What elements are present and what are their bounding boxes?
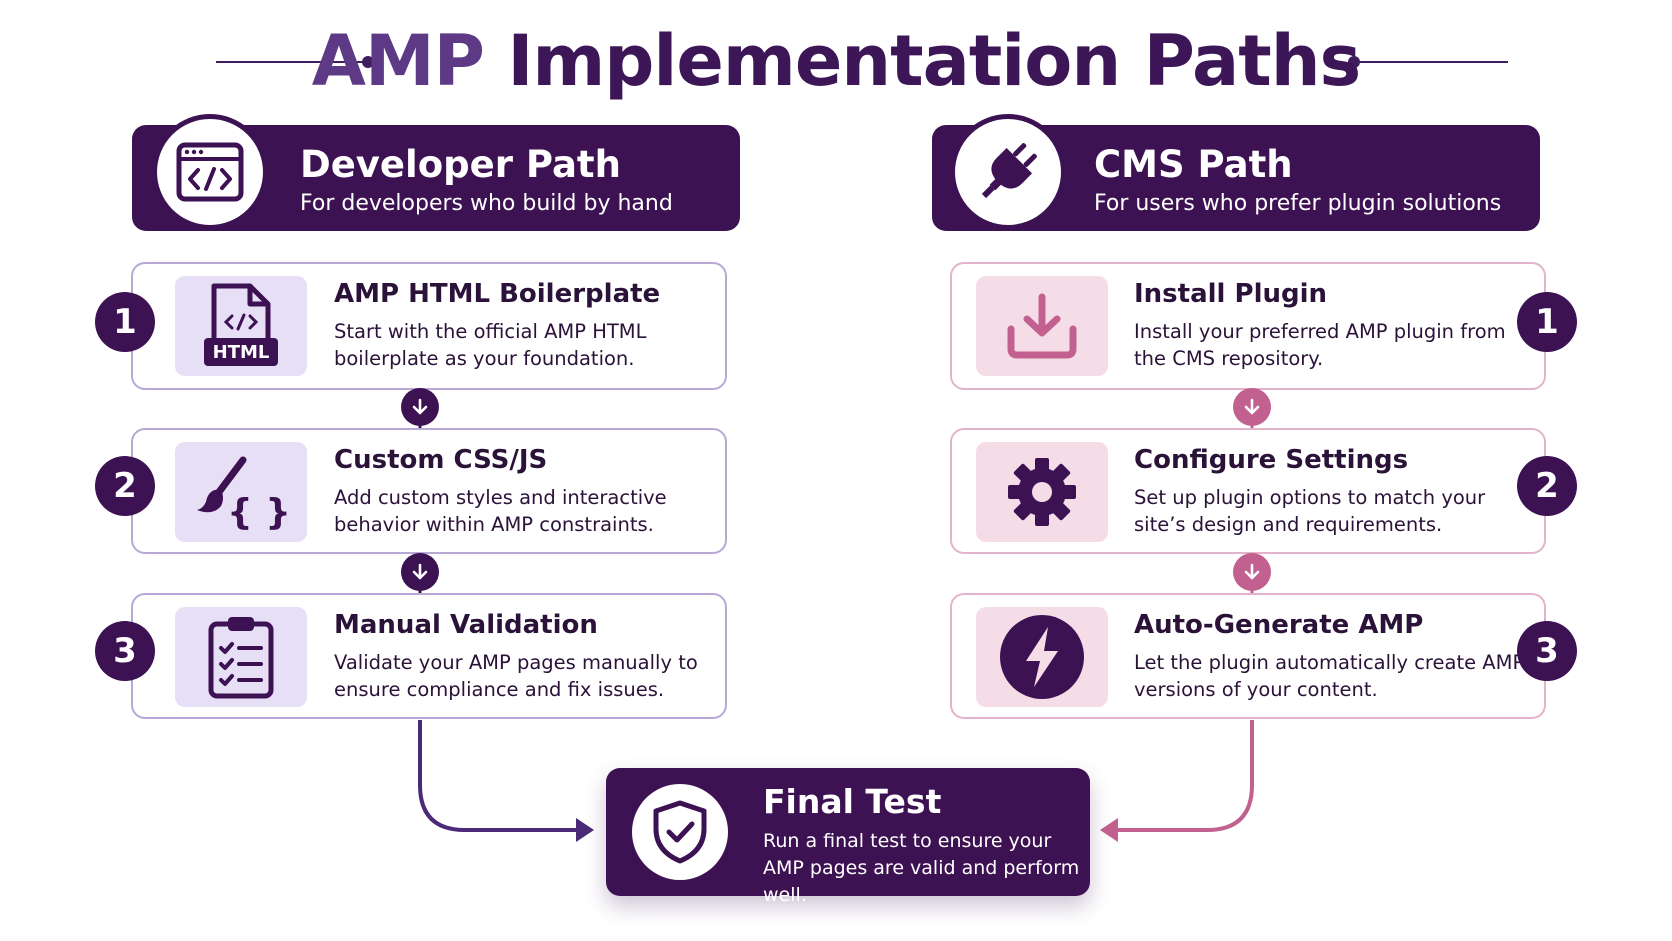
arrow-down-icon <box>412 563 428 580</box>
cms-step-3-description: Let the plugin automatically create AMP … <box>1134 651 1525 701</box>
developer-step-2-number: 2 <box>95 456 155 516</box>
title-highlight: AMP <box>311 20 485 102</box>
developer-step-3-title: Manual Validation <box>334 610 598 640</box>
cms-step-1-title: Install Plugin <box>1134 279 1328 309</box>
cms-step-1-description: Install your preferred AMP plugin from t… <box>1134 320 1506 370</box>
cms-final-connector <box>1110 720 1254 832</box>
clipboard-checklist-icon <box>208 617 274 699</box>
code-window-icon <box>176 142 244 202</box>
cms-arrow-2 <box>1233 553 1271 591</box>
final-test-icon-circle <box>632 784 728 880</box>
title-line-left <box>216 61 366 63</box>
cms-step-1-card: Install Plugin Install your preferred AM… <box>950 262 1546 390</box>
final-test-title: Final Test <box>763 782 942 821</box>
developer-step-1-description: Start with the official AMP HTML boilerp… <box>334 320 647 370</box>
developer-header-icon-circle <box>152 114 268 230</box>
html-icon-label: HTML <box>213 342 270 363</box>
developer-step-3-icon-box <box>175 607 307 707</box>
arrow-down-icon <box>1244 398 1260 415</box>
download-icon <box>1007 293 1077 359</box>
developer-path-title: Developer Path <box>300 143 621 186</box>
code-braces-label: { } <box>227 492 291 532</box>
lightning-icon <box>1000 615 1084 699</box>
shield-check-icon <box>653 800 707 864</box>
cms-step-2-number: 2 <box>1517 456 1577 516</box>
cms-final-arrowhead <box>1100 818 1118 842</box>
developer-arrow-1 <box>401 388 439 426</box>
cms-step-1-icon-box <box>976 276 1108 376</box>
final-test-box: Final Test Run a final test to ensure yo… <box>606 768 1090 906</box>
gear-icon <box>1008 458 1076 526</box>
cms-step-2-icon-box <box>976 442 1108 542</box>
developer-step-2-card: { } Custom CSS/JS Add custom styles and … <box>131 428 727 554</box>
developer-step-2-description: Add custom styles and interactive behavi… <box>334 486 667 536</box>
cms-step-3-card: Auto-Generate AMP Let the plugin automat… <box>950 593 1546 719</box>
developer-step-1-number: 1 <box>95 292 155 352</box>
cms-path-title: CMS Path <box>1094 143 1293 186</box>
plug-icon <box>981 143 1037 199</box>
cms-step-3-number: 3 <box>1517 621 1577 681</box>
arrow-down-icon <box>412 398 428 415</box>
dev-final-connector <box>418 720 584 832</box>
html-file-icon: HTML <box>204 283 278 366</box>
developer-step-3-number: 3 <box>95 621 155 681</box>
title-dot-left <box>362 56 374 68</box>
cms-step-2-card: Configure Settings Set up plugin options… <box>950 428 1546 554</box>
final-test-description: Run a final test to ensure your AMP page… <box>763 830 1080 906</box>
cms-step-2-title: Configure Settings <box>1134 445 1409 475</box>
title-rest: Implementation Paths <box>507 20 1361 102</box>
developer-step-3-card: Manual Validation Validate your AMP page… <box>131 593 727 719</box>
cms-arrow-1 <box>1233 388 1271 426</box>
paintbrush-code-icon: { } <box>197 456 291 532</box>
developer-step-1-title: AMP HTML Boilerplate <box>334 279 661 309</box>
cms-header-icon-circle <box>950 114 1066 230</box>
title-line-right <box>1356 61 1508 63</box>
dev-final-arrowhead <box>576 818 594 842</box>
developer-step-1-icon-box: HTML <box>175 276 307 376</box>
developer-step-3-description: Validate your AMP pages manually to ensu… <box>334 651 698 701</box>
developer-arrow-2 <box>401 553 439 591</box>
developer-path-subtitle: For developers who build by hand <box>300 191 673 216</box>
cms-step-2-description: Set up plugin options to match your site… <box>1134 486 1486 536</box>
cms-step-3-icon-box <box>976 607 1108 707</box>
developer-step-1-card: HTML AMP HTML Boilerplate Start with the… <box>131 262 727 390</box>
arrow-down-icon <box>1244 563 1260 580</box>
developer-step-2-icon-box: { } <box>175 442 307 542</box>
developer-step-2-title: Custom CSS/JS <box>334 445 548 475</box>
cms-path-subtitle: For users who prefer plugin solutions <box>1094 191 1502 216</box>
cms-step-3-title: Auto-Generate AMP <box>1134 610 1424 640</box>
cms-step-1-number: 1 <box>1517 292 1577 352</box>
title-dot-right <box>1348 56 1360 68</box>
page-title: AMP Implementation Paths <box>0 18 1672 104</box>
